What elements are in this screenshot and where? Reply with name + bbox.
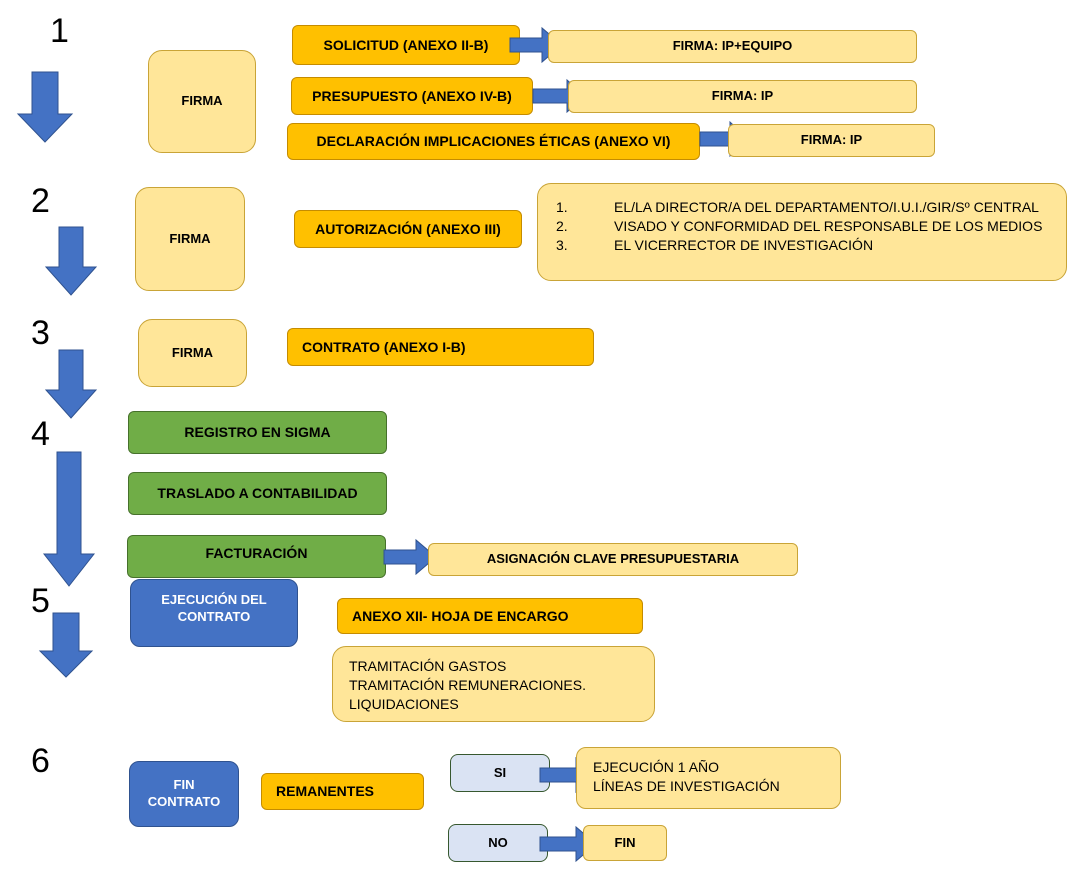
si-box: SI bbox=[450, 754, 550, 792]
anexo-xii-box: ANEXO XII- HOJA DE ENCARGO bbox=[337, 598, 643, 634]
list-item: LIQUIDACIONES bbox=[349, 696, 459, 712]
presupuesto-firma-box: FIRMA: IP bbox=[568, 80, 917, 113]
facturacion-box: FACTURACIÓN bbox=[127, 535, 386, 578]
fin-contrato-box: FIN CONTRATO bbox=[129, 761, 239, 827]
si-result-box: EJECUCIÓN 1 AÑO LÍNEAS DE INVESTIGACIÓN bbox=[576, 747, 841, 809]
asignacion-clave-box: ASIGNACIÓN CLAVE PRESUPUESTARIA bbox=[428, 543, 798, 576]
autorizacion-list-box: 1.EL/LA DIRECTOR/A DEL DEPARTAMENTO/I.U.… bbox=[537, 183, 1067, 281]
registro-sigma-box: REGISTRO EN SIGMA bbox=[128, 411, 387, 454]
no-box: NO bbox=[448, 824, 548, 862]
down-arrow-icon bbox=[42, 451, 96, 587]
autorizacion-box: AUTORIZACIÓN (ANEXO III) bbox=[294, 210, 522, 248]
down-arrow-icon bbox=[38, 612, 94, 678]
ejecucion-contrato-box: EJECUCIÓN DEL CONTRATO bbox=[130, 579, 298, 647]
tramitacion-box: TRAMITACIÓN GASTOS TRAMITACIÓN REMUNERAC… bbox=[332, 646, 655, 722]
firma-box-step3: FIRMA bbox=[138, 319, 247, 387]
firma-box-step2: FIRMA bbox=[135, 187, 245, 291]
presupuesto-box: PRESUPUESTO (ANEXO IV-B) bbox=[291, 77, 533, 115]
list-item: LÍNEAS DE INVESTIGACIÓN bbox=[593, 778, 780, 794]
list-item: TRAMITACIÓN GASTOS bbox=[349, 658, 507, 674]
list-item: 2.VISADO Y CONFORMIDAD DEL RESPONSABLE D… bbox=[556, 218, 1043, 234]
declaracion-firma-box: FIRMA: IP bbox=[728, 124, 935, 157]
step-number-5: 5 bbox=[31, 582, 50, 620]
step-number-4: 4 bbox=[31, 415, 50, 453]
down-arrow-icon bbox=[16, 71, 74, 143]
fin-box: FIN bbox=[583, 825, 667, 861]
solicitud-box: SOLICITUD (ANEXO II-B) bbox=[292, 25, 520, 65]
list-item: 1.EL/LA DIRECTOR/A DEL DEPARTAMENTO/I.U.… bbox=[556, 199, 1039, 215]
solicitud-firma-box: FIRMA: IP+EQUIPO bbox=[548, 30, 917, 63]
down-arrow-icon bbox=[44, 226, 98, 296]
step-number-1: 1 bbox=[50, 12, 69, 50]
step-number-6: 6 bbox=[31, 742, 50, 780]
step-number-3: 3 bbox=[31, 314, 50, 352]
contrato-box: CONTRATO (ANEXO I-B) bbox=[287, 328, 594, 366]
list-item: EJECUCIÓN 1 AÑO bbox=[593, 759, 720, 775]
declaracion-box: DECLARACIÓN IMPLICACIONES ÉTICAS (ANEXO … bbox=[287, 123, 700, 160]
down-arrow-icon bbox=[44, 349, 98, 419]
right-arrow-icon bbox=[383, 538, 437, 576]
step-number-2: 2 bbox=[31, 182, 50, 220]
list-item: 3.EL VICERRECTOR DE INVESTIGACIÓN bbox=[556, 237, 874, 253]
list-item: TRAMITACIÓN REMUNERACIONES. bbox=[349, 677, 586, 693]
firma-box-step1: FIRMA bbox=[148, 50, 256, 153]
remanentes-box: REMANENTES bbox=[261, 773, 424, 810]
traslado-contabilidad-box: TRASLADO A CONTABILIDAD bbox=[128, 472, 387, 515]
